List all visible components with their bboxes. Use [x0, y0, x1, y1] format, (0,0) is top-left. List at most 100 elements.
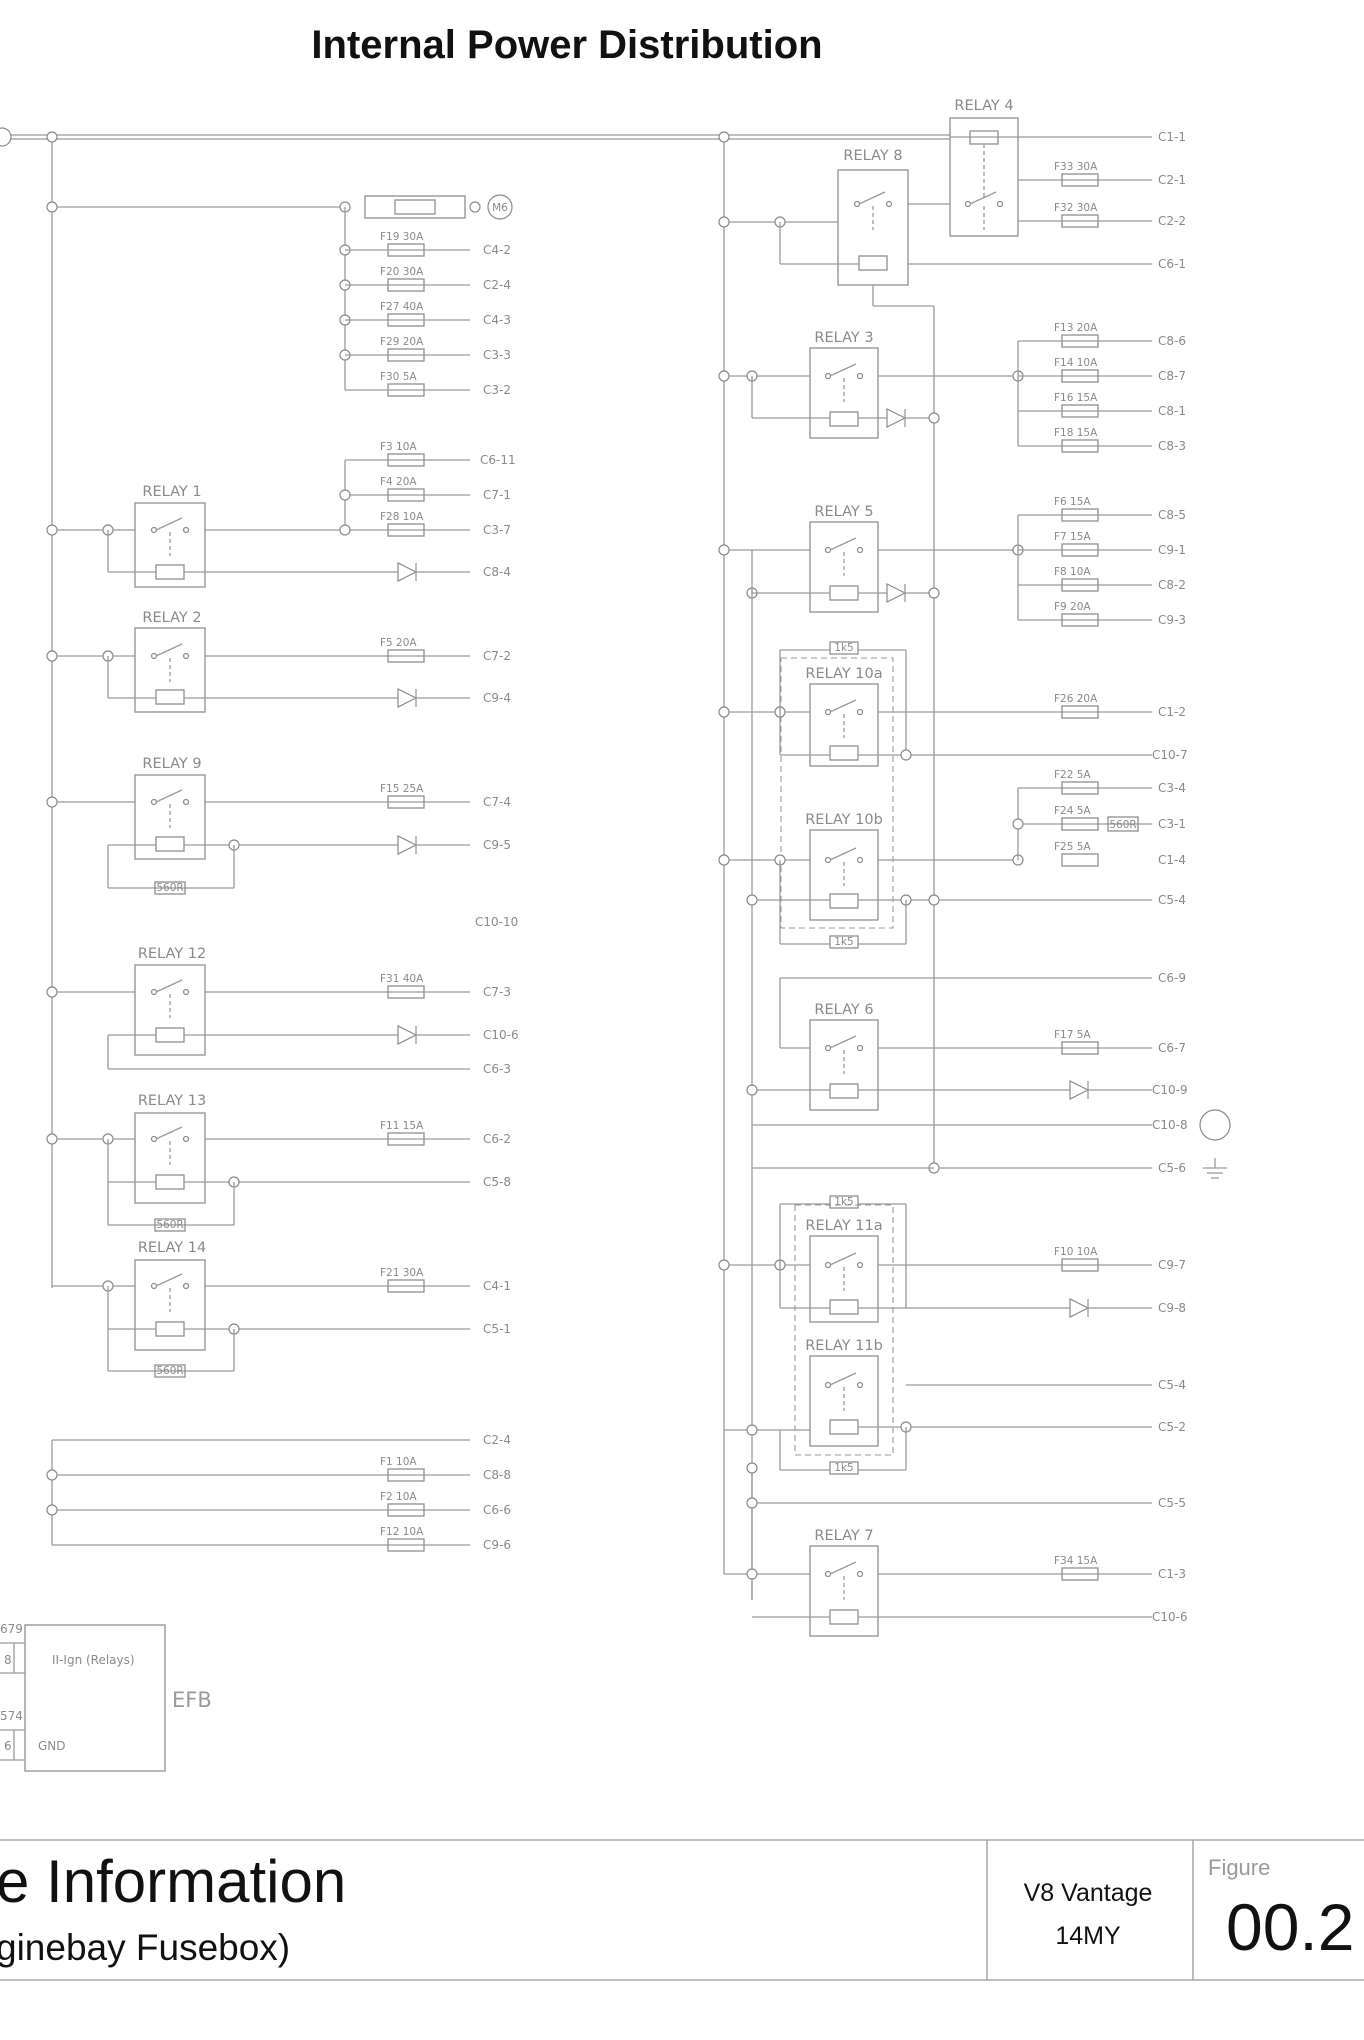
svg-text:1k5: 1k5 — [834, 936, 853, 948]
switch-contact — [824, 1381, 832, 1389]
fuse-label-f4: F4 20A — [380, 476, 417, 488]
svg-text:RELAY 13: RELAY 13 — [138, 1093, 206, 1109]
fuse-f28 — [387, 523, 425, 537]
connector-label: C7-2 — [483, 649, 511, 663]
switch-contact — [150, 798, 158, 806]
relay-switches — [150, 191, 1004, 1600]
footer-subtitle: ginebay Fusebox) — [0, 1927, 290, 1968]
fuse-label-f32: F32 30A — [1054, 202, 1098, 214]
connector-label: C1-4 — [1158, 853, 1186, 867]
fuse-label-f2: F2 10A — [380, 1491, 417, 1503]
diode — [886, 583, 907, 603]
svg-text:RELAY 10a: RELAY 10a — [805, 666, 882, 682]
connector-label: C9-5 — [483, 838, 511, 852]
connector-label: C8-4 — [483, 565, 511, 579]
relay-3: RELAY 3 — [718, 330, 1024, 439]
connector-label: C6-6 — [483, 1503, 511, 1517]
svg-text:RELAY 11b: RELAY 11b — [805, 1338, 883, 1354]
connector-label: C10-10 — [475, 915, 518, 929]
stud-label: M6 — [492, 202, 508, 214]
switch-contact — [853, 200, 861, 208]
connector-label: C10-7 — [1152, 748, 1188, 762]
switch-contact — [150, 1135, 158, 1143]
connector-label: C10-8 — [1152, 1118, 1188, 1132]
connector-label: C1-1 — [1158, 130, 1186, 144]
fuse-label-f17: F17 5A — [1054, 1029, 1091, 1041]
efb-label: EFB — [172, 1688, 212, 1712]
efb-pin-bottom-desc: GND — [38, 1739, 66, 1753]
fuse-f16 — [1061, 404, 1099, 418]
fuse-f33 — [1061, 173, 1099, 187]
connector-label: C8-6 — [1158, 334, 1186, 348]
connector-label: C1-3 — [1158, 1567, 1186, 1581]
fuse-label-f19: F19 30A — [380, 231, 424, 243]
fuse-f11 — [387, 1132, 425, 1146]
relay-1: RELAY 1 — [46, 484, 470, 588]
svg-text:RELAY 11a: RELAY 11a — [805, 1218, 882, 1234]
connector-label: C4-2 — [483, 243, 511, 257]
connector-label: C8-7 — [1158, 369, 1186, 383]
svg-text:RELAY 8: RELAY 8 — [843, 148, 902, 164]
fuse-label-f16: F16 15A — [1054, 392, 1098, 404]
efb-pin-bottom-num: 574 — [0, 1709, 23, 1723]
connector-label: C2-1 — [1158, 173, 1186, 187]
relay-11-group: RELAY 11a RELAY 11b 1k5 1k5 — [718, 1167, 1152, 1600]
fuse-f9 — [1061, 613, 1099, 627]
fuse-label-f31: F31 40A — [380, 973, 424, 985]
switch-contact — [150, 526, 158, 534]
svg-text:1k5: 1k5 — [834, 1196, 853, 1208]
figure-number: 00.2 — [1226, 1890, 1354, 1964]
relay-2: RELAY 2 — [46, 610, 470, 713]
connector-label: C8-5 — [1158, 508, 1186, 522]
connector-label: C7-4 — [483, 795, 511, 809]
fuse-f14 — [1061, 369, 1099, 383]
page-title: Internal Power Distribution — [311, 23, 822, 67]
fuse-label-f24: F24 5A — [1054, 805, 1091, 817]
svg-text:RELAY 7: RELAY 7 — [814, 1528, 873, 1544]
connector-label: C5-6 — [1158, 1161, 1186, 1175]
switch-contact — [150, 988, 158, 996]
fuse-f10 — [1061, 1258, 1099, 1272]
svg-text:RELAY 3: RELAY 3 — [814, 330, 873, 346]
efb-block: 679 8 II-Ign (Relays) 574 6 GND EFB — [0, 1622, 212, 1772]
fuse-label-f13: F13 20A — [1054, 322, 1098, 334]
efb-pin-top-num: 679 — [0, 1622, 23, 1636]
fuse-f21 — [387, 1279, 425, 1293]
connector-label: C1-2 — [1158, 705, 1186, 719]
fuse-label-f25: F25 5A — [1054, 841, 1091, 853]
stud-fuse-group: M6 — [46, 194, 513, 390]
connector-label: C9-4 — [483, 691, 511, 705]
figure-label: Figure — [1208, 1855, 1270, 1880]
relay-4: RELAY 4 — [949, 98, 1040, 237]
switch-contact — [824, 856, 832, 864]
diode — [886, 408, 907, 428]
switch-contact — [824, 546, 832, 554]
diode — [1069, 1080, 1090, 1100]
fuse-f34 — [1061, 1567, 1099, 1581]
diode — [397, 562, 418, 582]
fuse-f8 — [1061, 578, 1099, 592]
connector-label: C5-1 — [483, 1322, 511, 1336]
efb-pin-top: 8 — [4, 1653, 12, 1667]
switch-contact — [824, 708, 832, 716]
connector-label: C3-2 — [483, 383, 511, 397]
connector-label: C8-3 — [1158, 439, 1186, 453]
connector-label: C9-8 — [1158, 1301, 1186, 1315]
bottom-left-bus — [46, 1439, 470, 1546]
fuse-f13 — [1061, 334, 1099, 348]
switch-contact — [824, 1261, 832, 1269]
svg-text:560R: 560R — [1109, 819, 1136, 831]
svg-text:1k5: 1k5 — [834, 1462, 853, 1474]
svg-text:RELAY 14: RELAY 14 — [138, 1240, 206, 1256]
svg-text:560R: 560R — [156, 1219, 183, 1231]
connector-label: C6-3 — [483, 1062, 511, 1076]
connector-label: C6-11 — [480, 453, 516, 467]
model-year: 14MY — [1055, 1922, 1121, 1950]
svg-text:RELAY 12: RELAY 12 — [138, 946, 206, 962]
connector-label: C2-4 — [483, 278, 511, 292]
fuse-label-f20: F20 30A — [380, 266, 424, 278]
relay-9: RELAY 9 560R — [46, 756, 470, 895]
fuse-f26 — [1061, 705, 1099, 719]
connector-label: C5-4 — [1158, 1378, 1186, 1392]
svg-text:RELAY 4: RELAY 4 — [954, 98, 1013, 114]
